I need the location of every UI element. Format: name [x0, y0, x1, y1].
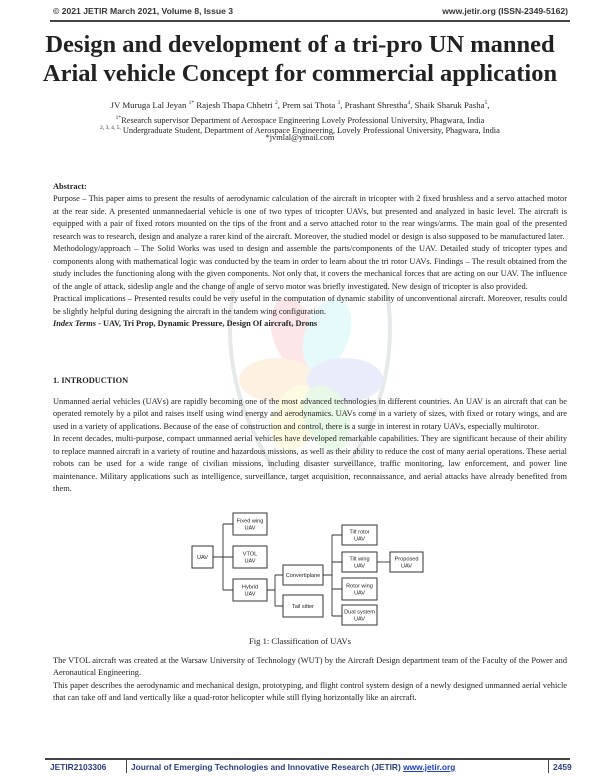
title-line-2: Arial vehicle Concept for commercial app… [42, 60, 558, 87]
abstract-heading: Abstract: [53, 182, 87, 191]
introduction-heading: 1. INTRODUCTION [53, 376, 129, 385]
diagram-node-label: Hybrid [242, 585, 258, 591]
diagram-node-label: Rotor wing [346, 584, 373, 590]
diagram-node-box [191, 545, 214, 569]
diagram-node-box [341, 551, 378, 573]
diagram-node-label: Fixed wing [237, 519, 264, 525]
diagram-node-label: UAV [244, 559, 255, 565]
author-name: JV Muruga Lal Jeyan [110, 99, 187, 110]
affiliation-text: Research supervisor Department of Aerosp… [121, 115, 485, 125]
author-name: Rajesh Thapa Chhetri [196, 99, 273, 110]
author-mark: 2 [275, 100, 278, 106]
diagram-node-box [232, 545, 268, 569]
abstract-section: Abstract: Purpose – This paper aims to p… [53, 181, 567, 330]
diagram-node-label: UAV [354, 591, 365, 597]
footer-page-number: 2459 [553, 762, 572, 772]
author-mark: 4 [407, 100, 411, 106]
abstract-implications: Practical implications – Presented resul… [53, 294, 567, 316]
author-list: JV Muruga Lal Jeyan 1* Rajesh Thapa Chhe… [110, 99, 490, 110]
intro-paragraph-1: Unmanned aerial vehicles (UAVs) are rapi… [53, 397, 567, 431]
intro-paragraph-4: This paper describes the aerodynamic and… [53, 680, 567, 703]
diagram-node-label: Convertiplane [286, 573, 321, 579]
footer-journal-name: Journal of Emerging Technologies and Inn… [131, 762, 401, 772]
diagram-node-label: UAV [354, 564, 365, 570]
diagram-node-box [341, 524, 378, 546]
affiliation-text: Undergraduate Student, Department of Aer… [120, 125, 500, 135]
author-name: Shaik Sharuk Pasha [414, 99, 485, 110]
diagram-node-uav: UAV [191, 545, 214, 569]
introduction-body: Unmanned aerial vehicles (UAVs) are rapi… [53, 396, 567, 496]
diagram-node-box [232, 578, 268, 602]
paper-title: Design and development of a tri-pro UN m… [0, 30, 600, 88]
diagram-node-box [282, 564, 324, 586]
diagram-node-label: UAV [197, 555, 208, 561]
diagram-node-box [341, 604, 378, 626]
footer-article-id: JETIR2103306 [50, 762, 107, 772]
footer-link[interactable]: www.jetir.org [403, 762, 456, 772]
abstract-methodology: Methodology/approach – The Solid Works w… [53, 244, 567, 291]
diagram-node-convertiplane: Convertiplane [282, 564, 324, 586]
author-name: Prashant Shrestha [344, 99, 408, 110]
header-website-issn: www.jetir.org (ISSN-2349-5162) [442, 6, 568, 16]
diagram-node-box [232, 512, 268, 536]
affiliation-2: 2, 3, 4, 5, Undergraduate Student, Depar… [0, 123, 600, 136]
intro-paragraph-2: In recent decades, multi-purpose, compac… [53, 434, 567, 494]
header-rule [50, 20, 570, 22]
diagram-node-label: UAV [354, 537, 365, 543]
author-mark: 5 [484, 100, 488, 106]
affiliation-mark: 2, 3, 4, 5, [100, 125, 121, 131]
figure-caption: Fig 1: Classification of UAVs [248, 636, 351, 646]
diagram-node-label: Proposed [395, 557, 419, 563]
header-journal-issue: © 2021 JETIR March 2021, Volume 8, Issue… [53, 6, 234, 16]
intro-paragraph-3: The VTOL aircraft was created at the War… [53, 656, 567, 678]
introduction-body-continued: The VTOL aircraft was created at the War… [53, 655, 567, 705]
diagram-node-tailsitter: Tail sitter [282, 594, 324, 618]
diagram-node-label: UAV [354, 617, 365, 623]
diagram-node-label: Tilt wing [349, 557, 369, 563]
author-mark: 3 [337, 100, 341, 106]
diagram-node-label: UAV [244, 526, 255, 532]
footer-divider [126, 760, 127, 773]
footer-journal: Journal of Emerging Technologies and Inn… [131, 762, 455, 772]
author-name: Prem sai Thota [282, 99, 336, 110]
affiliation-mark: 1* [115, 115, 122, 121]
index-terms: Index Terms - UAV, Tri Prop, Dynamic Pre… [53, 318, 567, 330]
diagram-node-label: Tilt rotor [349, 530, 369, 536]
affiliation-1: 1*Research supervisor Department of Aero… [0, 113, 600, 126]
footer-rule [45, 758, 570, 760]
title-line-1: Design and development of a tri-pro UN m… [45, 31, 555, 58]
diagram-node-label: UAV [401, 564, 412, 570]
author-mark: 1* [188, 100, 195, 106]
footer-divider [548, 760, 549, 773]
abstract-purpose: Purpose – This paper aims to present the… [53, 194, 567, 241]
diagram-node-box [341, 577, 378, 601]
corresponding-email: *jvmlal@ymail.com [265, 133, 335, 142]
index-terms-list: - UAV, Tri Prop, Dynamic Pressure, Desig… [96, 318, 318, 328]
index-terms-label: Index Terms [53, 318, 97, 328]
diagram-node-label: Tail sitter [292, 604, 314, 610]
diagram-node-label: VTOL [243, 552, 258, 558]
diagram-node-label: Dual system [344, 610, 375, 616]
diagram-node-label: UAV [244, 592, 255, 598]
diagram-node-box [282, 594, 324, 618]
diagram-node-box [389, 551, 424, 573]
